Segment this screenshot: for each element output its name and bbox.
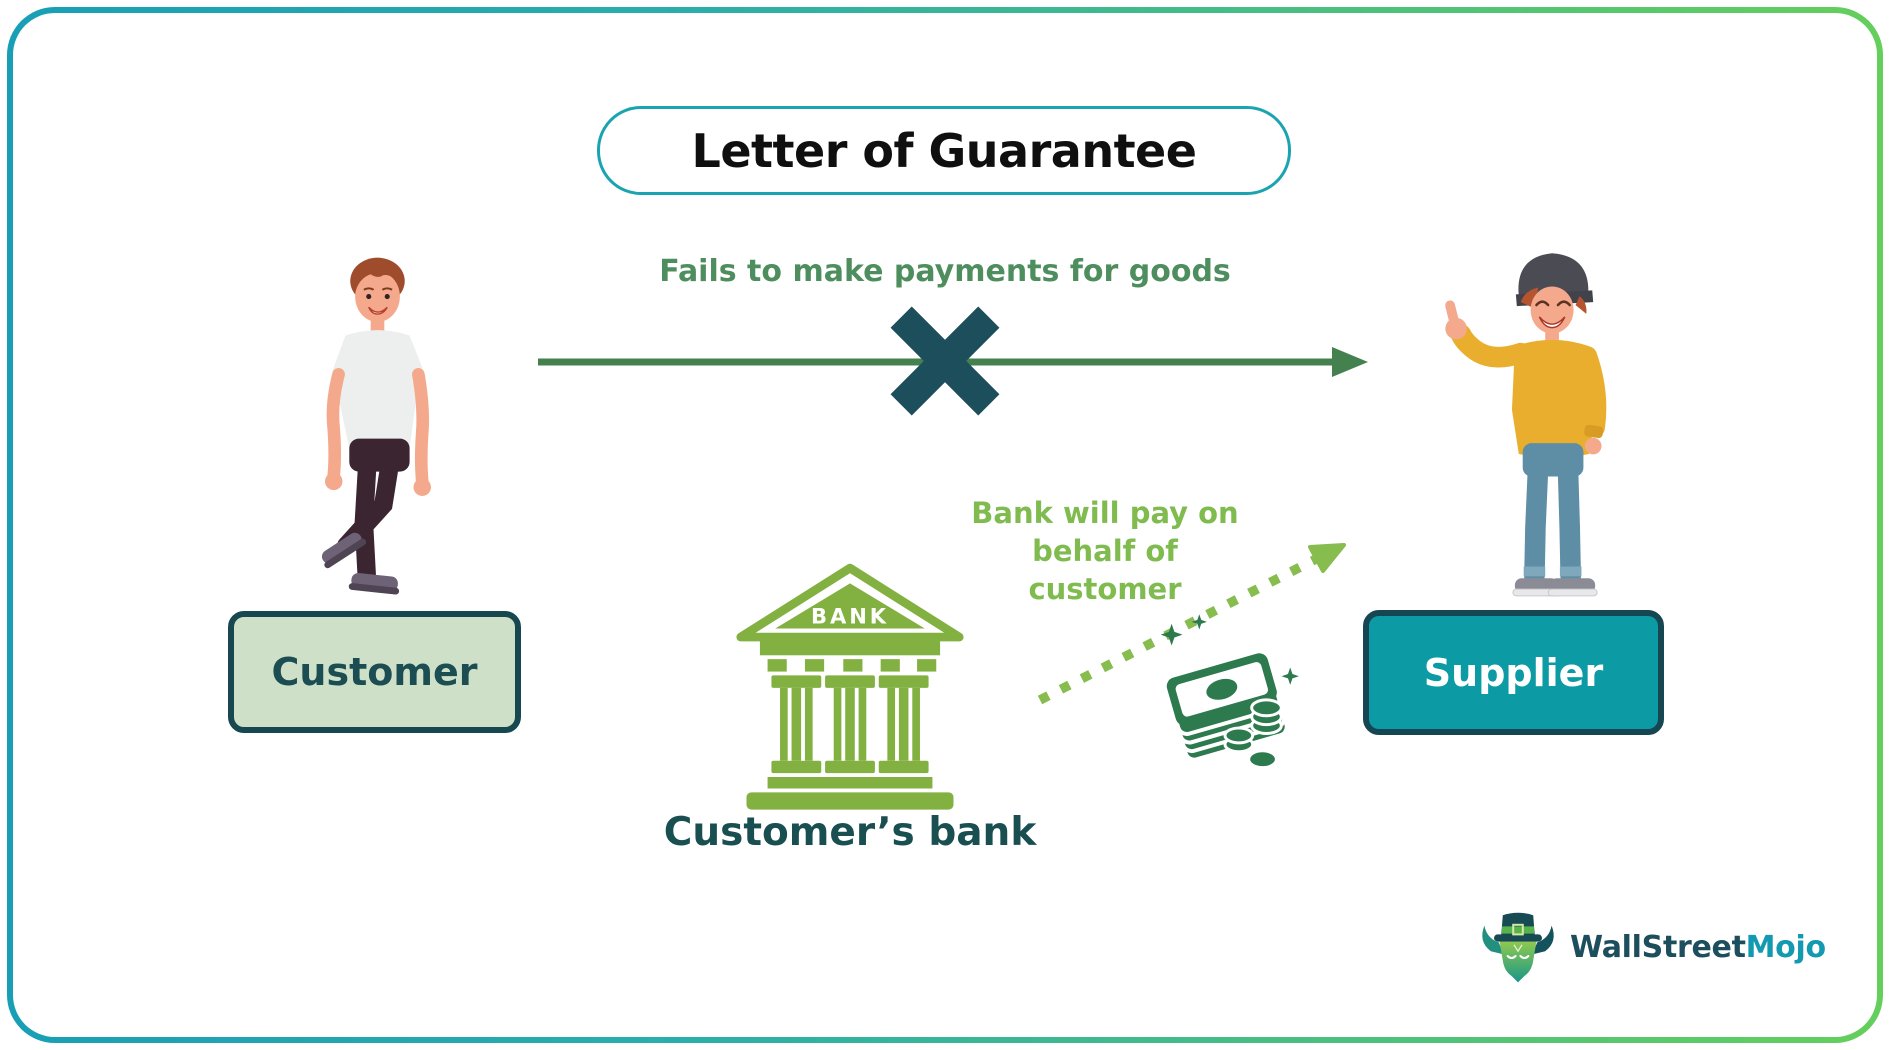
- pay-flow-label-line1: Bank will pay on: [971, 496, 1239, 530]
- bank-label: Customer’s bank: [663, 810, 1037, 855]
- supplier-box: Supplier: [1363, 610, 1664, 735]
- supplier-person-illustration: [1445, 253, 1607, 597]
- title-badge: Letter of Guarantee: [597, 106, 1291, 195]
- bull-mascot-icon: [1482, 912, 1554, 982]
- customer-box: Customer: [228, 611, 521, 733]
- dotted-pay-arrow: [1037, 543, 1346, 705]
- customer-label: Customer: [271, 650, 478, 694]
- brand-name-wallstreet: WallStreet: [1570, 930, 1746, 965]
- fail-cross-icon: [890, 306, 1000, 416]
- brand-name: WallStreetMojo: [1570, 930, 1826, 965]
- page-title: Letter of Guarantee: [691, 123, 1197, 178]
- bank-building-icon: BANK: [736, 563, 964, 810]
- cash-stack-icon: [1160, 614, 1299, 770]
- customer-person-illustration: [321, 257, 431, 595]
- fail-flow-label: Fails to make payments for goods: [659, 254, 1231, 289]
- brand-logo: WallStreetMojo: [1478, 900, 1826, 995]
- supplier-label: Supplier: [1423, 650, 1604, 695]
- pay-flow-label-line2: behalf of customer: [1028, 534, 1182, 606]
- brand-name-mojo: Mojo: [1745, 930, 1826, 965]
- pay-flow-label: Bank will pay on behalf of customer: [955, 494, 1255, 608]
- bank-sign: BANK: [811, 604, 889, 629]
